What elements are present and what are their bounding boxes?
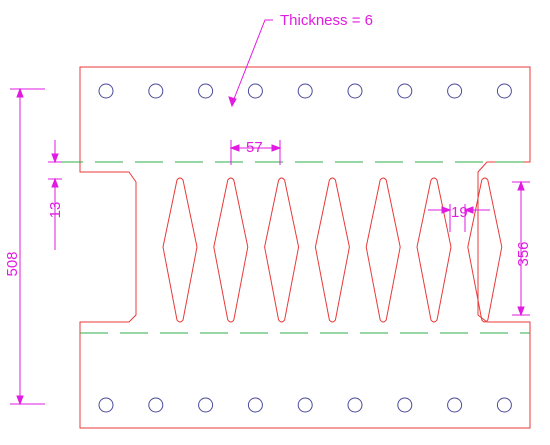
bolt-holes-bottom-row bbox=[98, 397, 512, 413]
bolt-hole bbox=[198, 397, 214, 413]
bolt-hole bbox=[496, 83, 512, 99]
bolt-hole bbox=[98, 397, 114, 413]
flange-offset-label: 13 bbox=[47, 202, 64, 219]
overall-height-label: 508 bbox=[4, 251, 21, 276]
diamond-slots bbox=[162, 177, 503, 323]
diamond-slot bbox=[162, 177, 198, 323]
slot-spacing-label: 57 bbox=[246, 139, 263, 156]
bolt-hole bbox=[247, 397, 263, 413]
bolt-hole bbox=[198, 83, 214, 99]
flange-offset-dimension bbox=[48, 140, 62, 250]
web-height-dimension bbox=[512, 180, 530, 317]
bolt-hole bbox=[496, 397, 512, 413]
slot-spacing-dimension bbox=[229, 140, 282, 165]
diamond-slot bbox=[314, 177, 350, 323]
plate-outline bbox=[79, 66, 531, 429]
slot-width-label: 19 bbox=[451, 204, 468, 221]
diamond-slot bbox=[416, 177, 452, 323]
bolt-hole bbox=[247, 83, 263, 99]
bolt-hole bbox=[397, 83, 413, 99]
bolt-hole bbox=[397, 397, 413, 413]
bolt-hole bbox=[347, 397, 363, 413]
bolt-hole bbox=[447, 83, 463, 99]
bolt-hole bbox=[148, 397, 164, 413]
bolt-hole bbox=[347, 83, 363, 99]
slot-width-dimension bbox=[428, 204, 490, 232]
diamond-slot bbox=[467, 177, 503, 323]
thickness-leader bbox=[228, 19, 273, 108]
bolt-hole bbox=[98, 83, 114, 99]
diamond-slot bbox=[213, 177, 249, 323]
bolt-hole bbox=[447, 397, 463, 413]
bolt-hole bbox=[297, 397, 313, 413]
web-height-label: 356 bbox=[515, 241, 532, 266]
thickness-label: Thickness = 6 bbox=[280, 12, 373, 29]
bolt-hole bbox=[148, 83, 164, 99]
bolt-hole bbox=[297, 83, 313, 99]
overall-height-dimension bbox=[10, 87, 45, 406]
bolt-holes-top-row bbox=[98, 83, 512, 99]
diamond-slot bbox=[264, 177, 300, 323]
diamond-slot bbox=[365, 177, 401, 323]
